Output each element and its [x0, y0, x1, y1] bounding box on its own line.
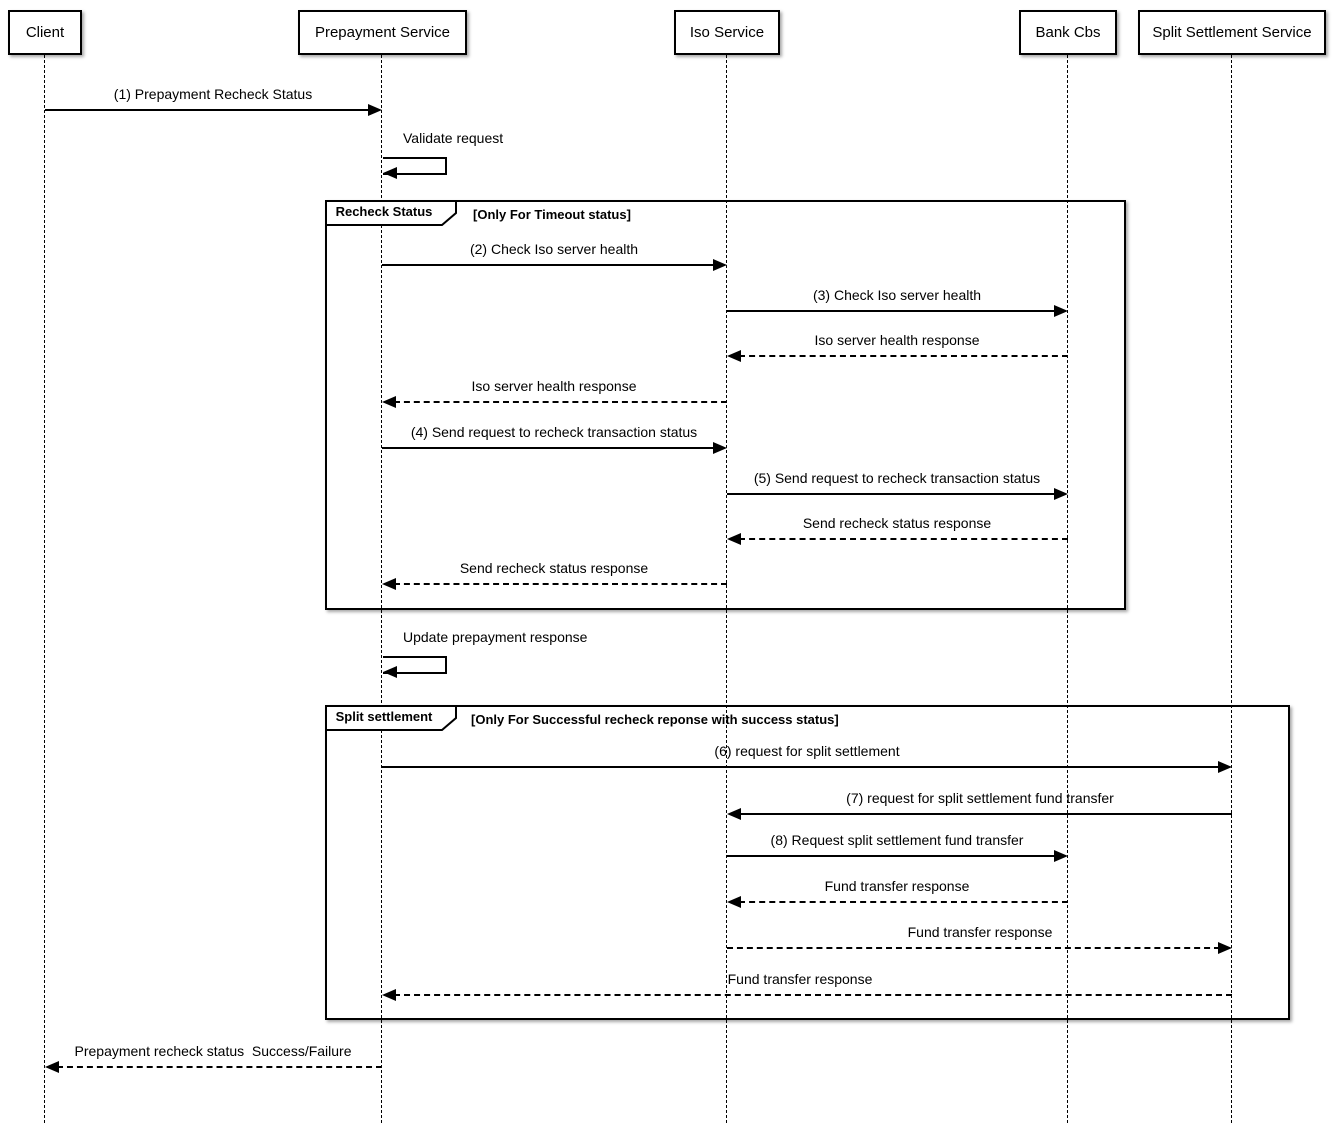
arrowhead-icon — [383, 167, 397, 179]
message-label: (8) Request split settlement fund transf… — [770, 832, 1024, 848]
actor-label: Prepayment Service — [314, 24, 451, 41]
actor-label: Bank Cbs — [1035, 24, 1101, 41]
message-label: Fund transfer response — [907, 924, 1053, 940]
fragment-label-tab: Split settlement — [325, 705, 457, 731]
message-label: (7) request for split settlement fund tr… — [846, 790, 1114, 806]
message-label: Iso server health response — [814, 332, 980, 348]
arrowhead-icon — [727, 350, 741, 362]
message-label: Send recheck status response — [802, 515, 992, 531]
actor-iso-service: Iso Service — [674, 10, 780, 55]
message-line — [739, 813, 1232, 815]
arrowhead-icon — [368, 104, 382, 116]
message-label: (5) Send request to recheck transaction … — [753, 470, 1041, 486]
message-label: Prepayment recheck status Success/Failur… — [74, 1043, 352, 1059]
arrowhead-icon — [1054, 488, 1068, 500]
arrowhead-icon — [382, 578, 396, 590]
actor-prepayment-service: Prepayment Service — [298, 10, 467, 55]
arrowhead-icon — [727, 896, 741, 908]
arrowhead-icon — [713, 259, 727, 271]
message-line — [382, 447, 715, 449]
message-label: Validate request — [403, 130, 504, 146]
actor-label: Client — [25, 24, 65, 41]
fragment-title: Recheck Status — [335, 204, 433, 219]
message-line — [739, 901, 1068, 903]
message-line — [727, 493, 1056, 495]
message-line — [727, 855, 1056, 857]
arrowhead-icon — [383, 666, 397, 678]
self-message-loop — [383, 157, 447, 175]
message-line — [739, 355, 1068, 357]
lifeline-client — [44, 55, 45, 1123]
fragment-tab-shape — [325, 200, 457, 226]
arrowhead-icon — [1054, 850, 1068, 862]
message-label: (2) Check Iso server health — [469, 241, 639, 257]
message-label: Fund transfer response — [824, 878, 970, 894]
fragment-guard: [Only For Timeout status] — [473, 207, 631, 222]
message-line — [727, 310, 1056, 312]
message-label: Iso server health response — [471, 378, 637, 394]
message-line — [739, 538, 1068, 540]
fragment-recheck-status: Recheck Status [Only For Timeout status] — [325, 200, 1126, 610]
message-label: (3) Check Iso server health — [812, 287, 982, 303]
message-line — [382, 766, 1220, 768]
message-line — [57, 1066, 382, 1068]
message-line — [394, 401, 727, 403]
arrowhead-icon — [1054, 305, 1068, 317]
actor-split-settlement-service: Split Settlement Service — [1138, 10, 1326, 55]
message-label: (1) Prepayment Recheck Status — [113, 86, 313, 102]
message-label: (6) request for split settlement — [714, 743, 900, 759]
message-line — [394, 583, 727, 585]
lifeline-prepayment-service — [381, 55, 382, 1123]
message-line — [727, 947, 1220, 949]
actor-client: Client — [8, 10, 82, 55]
message-line — [45, 109, 370, 111]
arrowhead-icon — [1218, 761, 1232, 773]
self-message-loop — [383, 656, 447, 674]
fragment-tab-shape — [325, 705, 457, 731]
message-line — [382, 264, 715, 266]
arrowhead-icon — [727, 533, 741, 545]
fragment-title: Split settlement — [335, 709, 433, 724]
actor-bank-cbs: Bank Cbs — [1019, 10, 1117, 55]
message-line — [394, 994, 1232, 996]
lifeline-split-settlement-service — [1231, 55, 1232, 1123]
lifeline-iso-service — [726, 55, 727, 1123]
actor-label: Iso Service — [689, 24, 765, 41]
arrowhead-icon — [382, 989, 396, 1001]
lifeline-bank-cbs — [1067, 55, 1068, 1123]
message-label: Update prepayment response — [403, 629, 588, 645]
fragment-split-settlement: Split settlement [Only For Successful re… — [325, 705, 1290, 1020]
fragment-guard: [Only For Successful recheck reponse wit… — [471, 712, 839, 727]
arrowhead-icon — [1218, 942, 1232, 954]
message-label: Fund transfer response — [727, 971, 873, 987]
arrowhead-icon — [45, 1061, 59, 1073]
message-label: (4) Send request to recheck transaction … — [410, 424, 698, 440]
arrowhead-icon — [382, 396, 396, 408]
arrowhead-icon — [713, 442, 727, 454]
fragment-label-tab: Recheck Status — [325, 200, 457, 226]
message-label: Send recheck status response — [459, 560, 649, 576]
actor-label: Split Settlement Service — [1152, 24, 1312, 41]
arrowhead-icon — [727, 808, 741, 820]
